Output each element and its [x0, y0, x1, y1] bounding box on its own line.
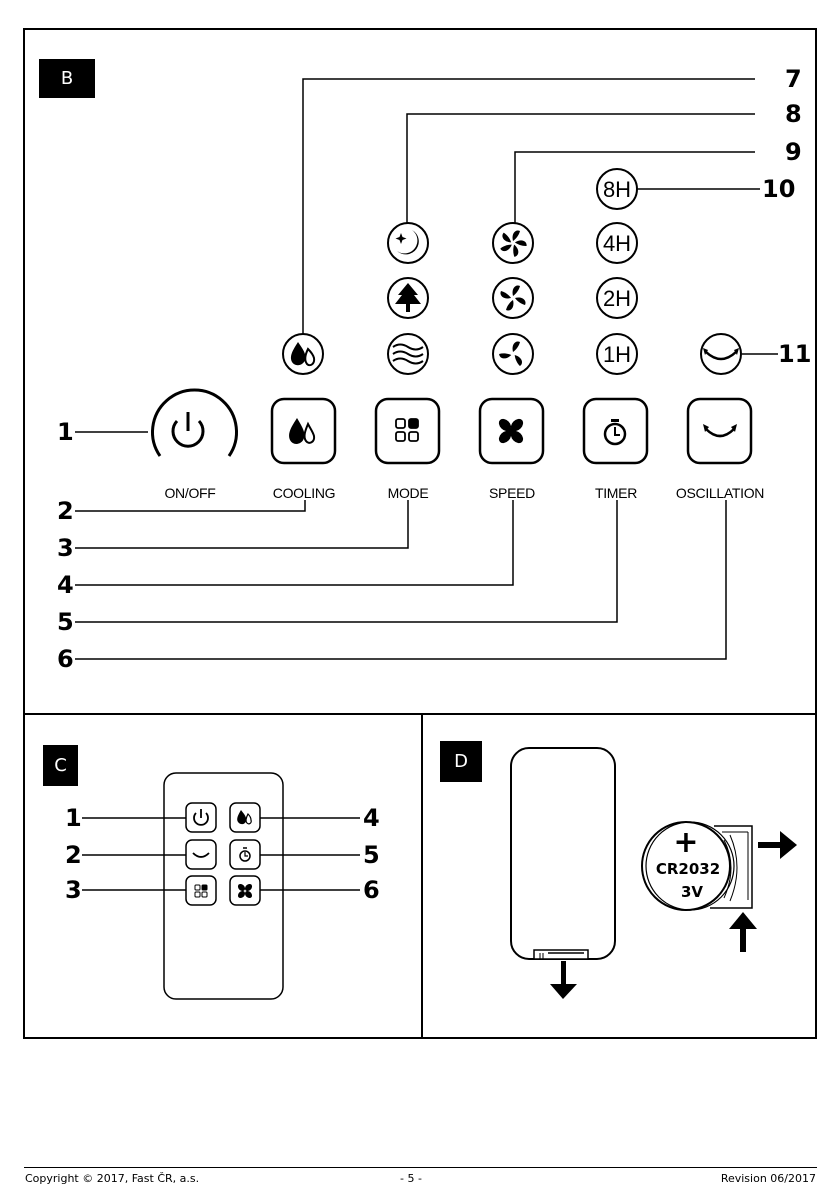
arrow-right-icon: [758, 831, 797, 859]
remote-back-body: [511, 748, 615, 959]
footer-divider: [24, 1167, 817, 1168]
footer-page-number: - 5 -: [400, 1172, 422, 1185]
battery-model-label: CR2032: [656, 860, 720, 878]
battery-polarity-plus: +: [673, 825, 698, 860]
footer-copyright: Copyright © 2017, Fast ČR, a.s.: [25, 1172, 199, 1185]
arrow-up-icon: [729, 912, 757, 952]
footer-revision: Revision 06/2017: [721, 1172, 816, 1185]
battery-tray-tab: [534, 950, 588, 959]
arrow-down-icon: [550, 961, 577, 999]
battery-voltage-label: 3V: [681, 883, 703, 901]
